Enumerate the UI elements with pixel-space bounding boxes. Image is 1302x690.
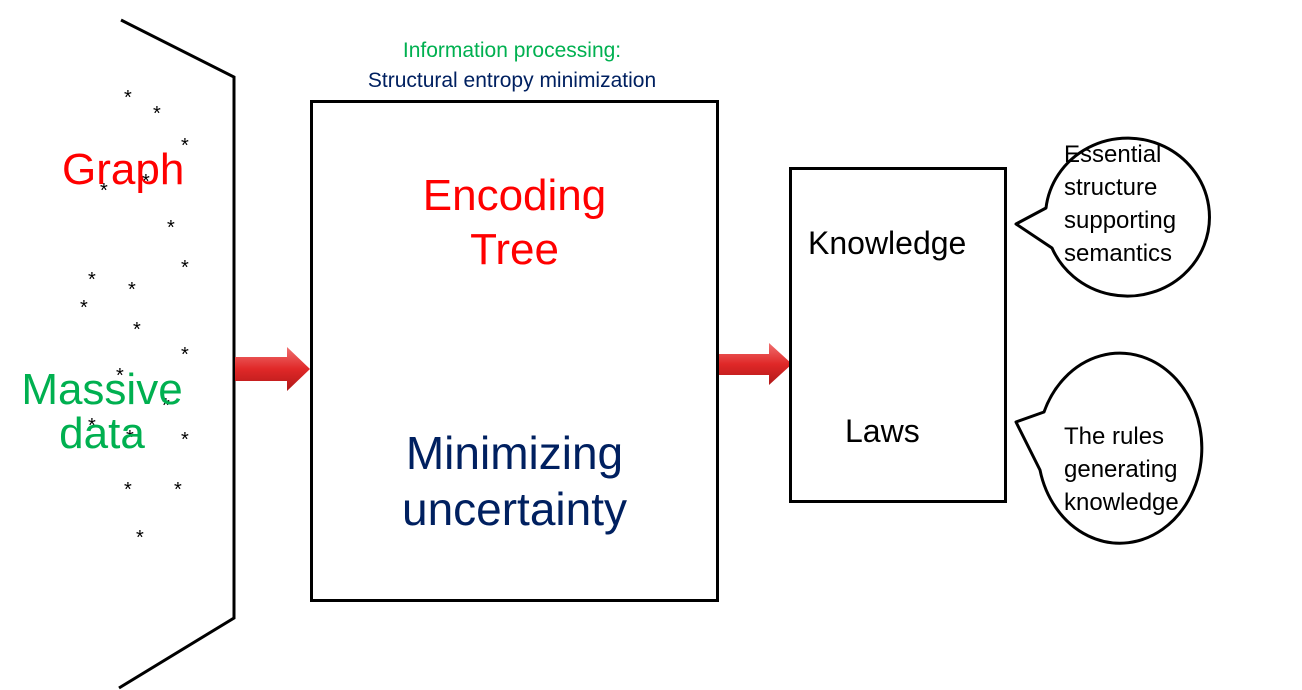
process-box: Encoding Tree Minimizing uncertainty: [310, 100, 719, 602]
data-point-star: *: [126, 427, 134, 449]
data-point-star: *: [174, 479, 182, 501]
knowledge-bubble-line: structure: [1064, 174, 1158, 201]
minimizing-uncertainty-label: Minimizing uncertainty: [313, 425, 716, 537]
data-point-star: *: [181, 135, 189, 157]
data-point-star: *: [181, 257, 189, 279]
laws-bubble-line: The rules: [1064, 423, 1165, 450]
output-box: Knowledge Laws: [789, 167, 1007, 503]
laws-bubble-line: knowledge: [1064, 489, 1179, 516]
laws-speech-bubble: [1014, 351, 1204, 545]
laws-label: Laws: [845, 413, 920, 449]
data-point-star: *: [181, 344, 189, 366]
minimizing-uncertainty-line1: Minimizing: [405, 427, 624, 479]
data-point-star: *: [124, 479, 132, 501]
knowledge-bubble-line: supporting: [1064, 207, 1177, 234]
data-point-star: *: [181, 429, 189, 451]
data-point-star: *: [88, 415, 96, 437]
data-point-star: *: [136, 527, 144, 549]
process-heading-line1: Information processing:: [402, 39, 622, 62]
data-point-star: *: [162, 395, 170, 417]
data-point-star: *: [116, 365, 124, 387]
arrow-input-to-process: [235, 347, 310, 391]
massive-data-line1: Massive: [21, 365, 183, 414]
knowledge-bubble-line: Essential: [1064, 141, 1162, 168]
knowledge-bubble-text: Essential structure supporting semantics: [1064, 138, 1176, 270]
data-point-star: *: [124, 87, 132, 109]
process-heading-line2: Structural entropy minimization: [367, 69, 657, 92]
data-point-star: *: [128, 279, 136, 301]
minimizing-uncertainty-line2: uncertainty: [401, 483, 627, 535]
process-heading: Information processing: Structural entro…: [312, 36, 712, 96]
encoding-tree-line2: Tree: [470, 225, 559, 274]
encoding-tree-label: Encoding Tree: [313, 169, 716, 277]
knowledge-speech-bubble: [1014, 136, 1211, 298]
data-point-star: *: [80, 297, 88, 319]
arrow-process-to-output: [719, 343, 792, 385]
massive-data-line2: data: [59, 409, 145, 458]
massive-data-label: Massive data: [12, 368, 192, 456]
knowledge-bubble-line: semantics: [1064, 240, 1173, 267]
funnel-bracket: [118, 18, 236, 690]
data-point-star: *: [133, 319, 141, 341]
data-point-star: *: [167, 217, 175, 239]
data-point-star: *: [153, 103, 161, 125]
data-point-star: *: [142, 171, 150, 193]
data-point-star: *: [88, 269, 96, 291]
knowledge-label: Knowledge: [808, 225, 967, 261]
graph-label: Graph: [62, 145, 185, 194]
data-point-star: *: [100, 180, 108, 202]
laws-bubble-text: The rules generating knowledge: [1064, 420, 1179, 519]
laws-bubble-line: generating: [1064, 456, 1178, 483]
encoding-tree-line1: Encoding: [422, 171, 607, 220]
